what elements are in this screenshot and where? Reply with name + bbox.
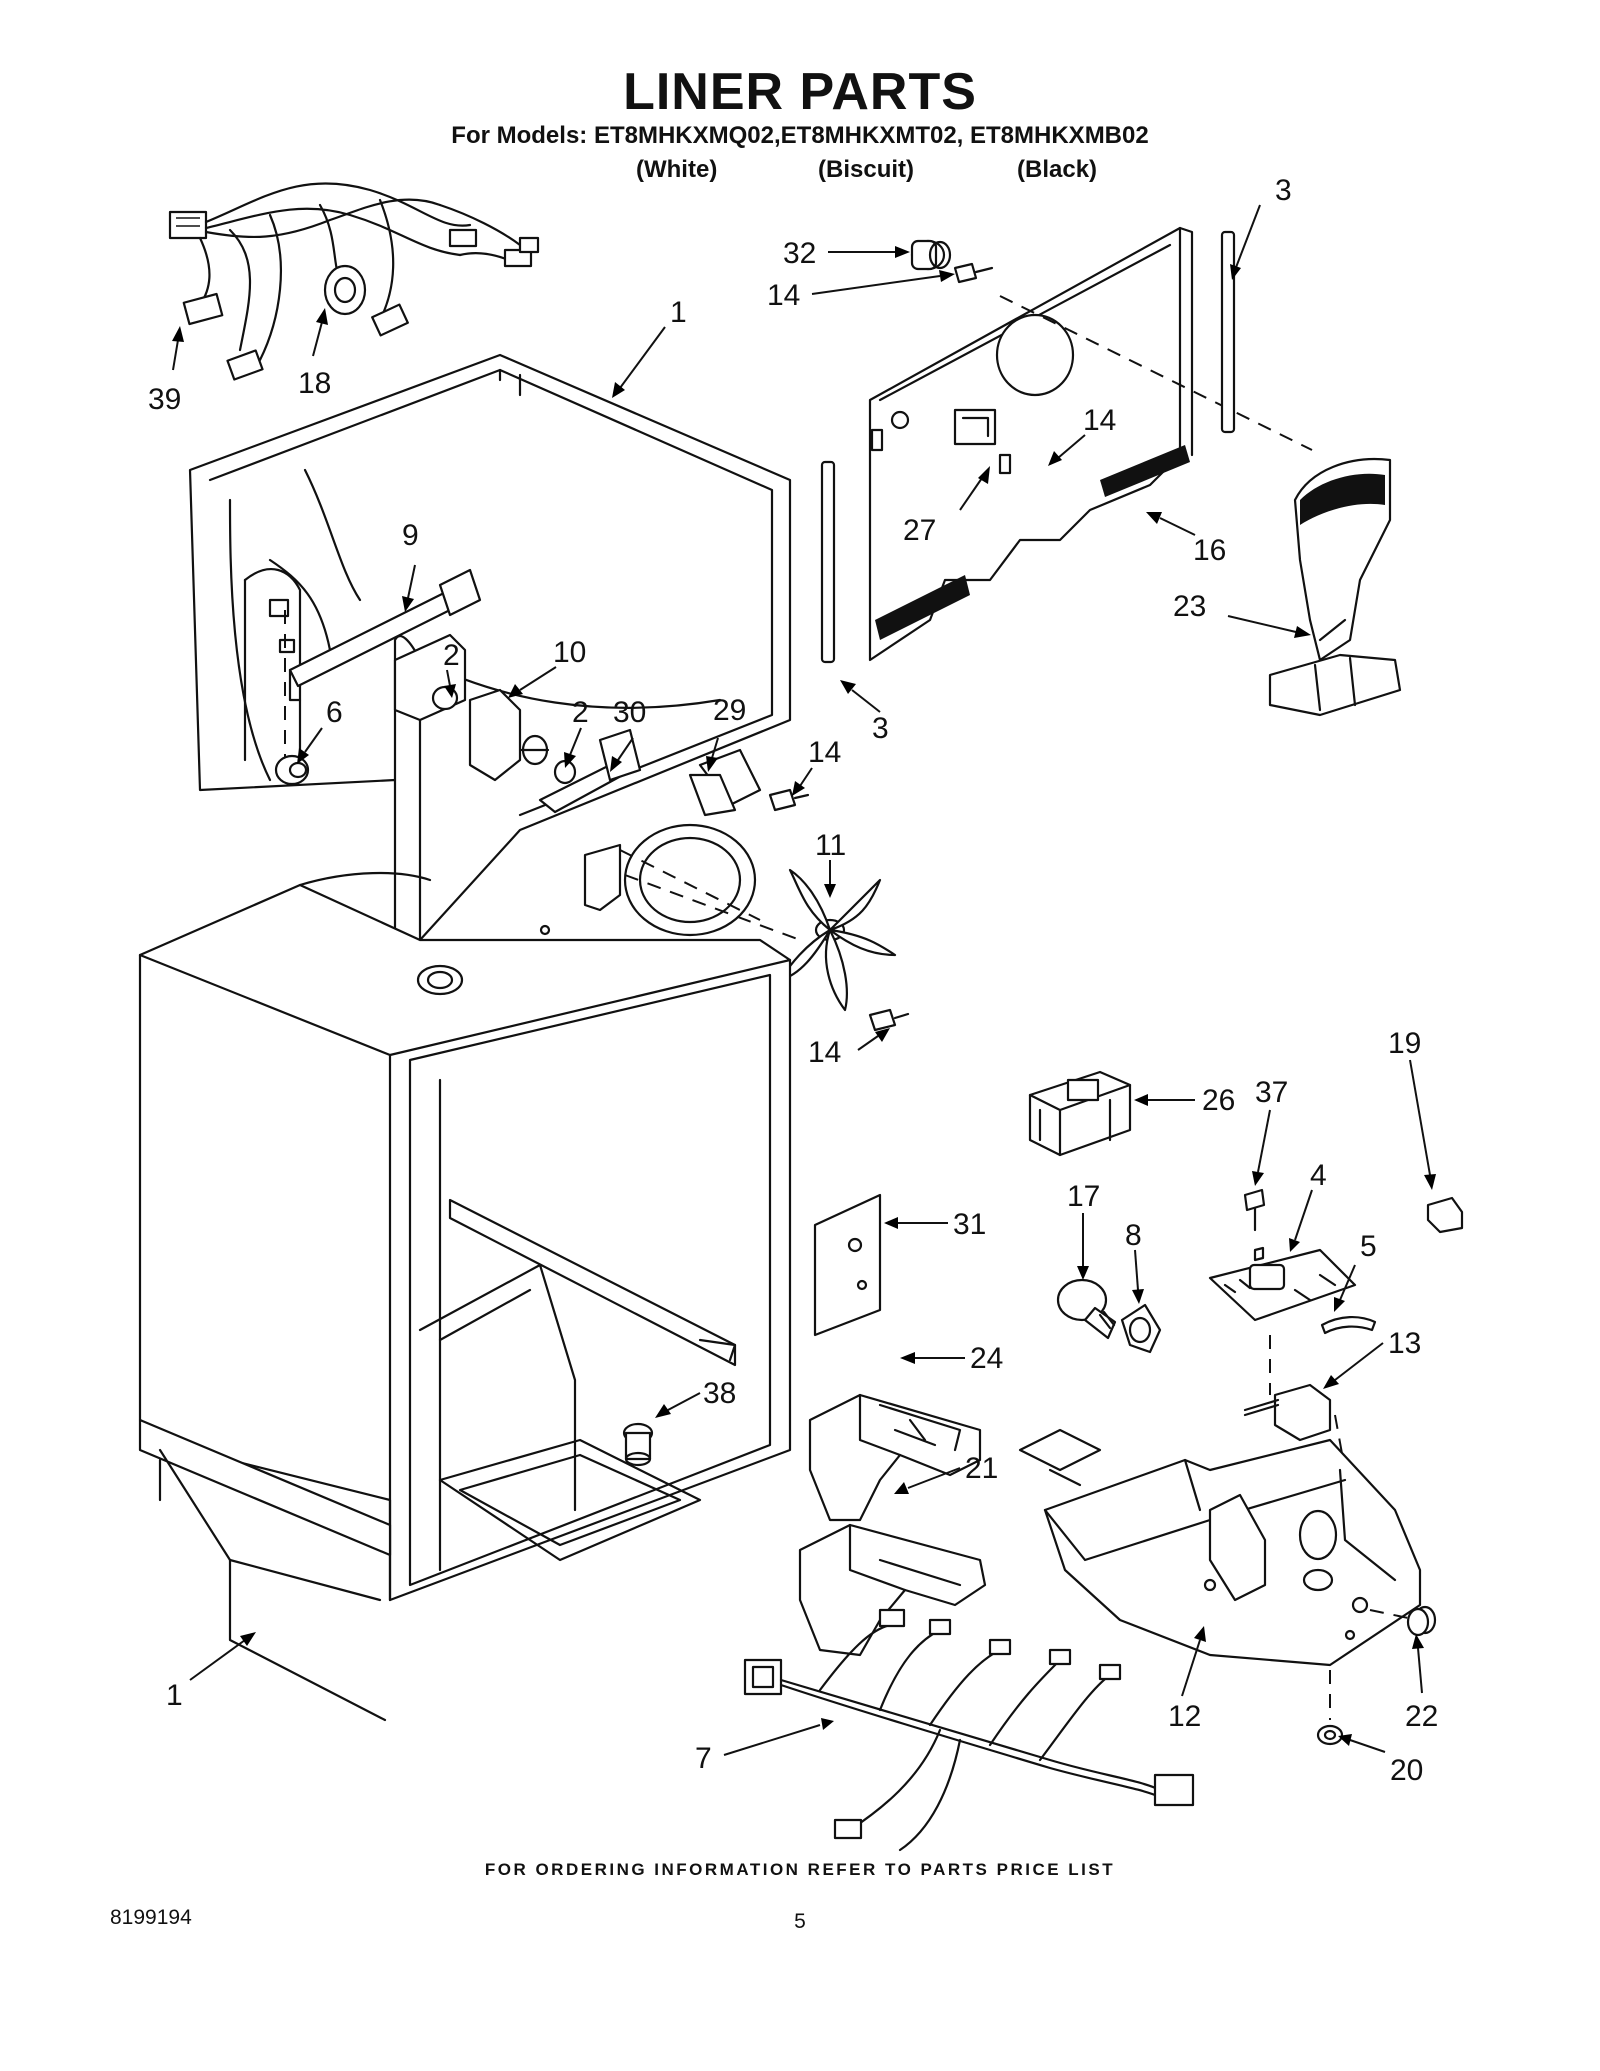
callout-3: 3 bbox=[872, 712, 889, 745]
callout-32: 32 bbox=[783, 237, 816, 270]
switch-13 bbox=[1243, 1335, 1346, 1471]
callout-12: 12 bbox=[1168, 1700, 1201, 1733]
callout-2: 2 bbox=[443, 639, 460, 672]
light-bulb-17 bbox=[1056, 1278, 1117, 1340]
spacer-32 bbox=[910, 239, 952, 271]
callout-18: 18 bbox=[298, 367, 331, 400]
callout-27: 27 bbox=[903, 514, 936, 547]
wire-harness-upper bbox=[168, 182, 540, 381]
callout-29: 29 bbox=[713, 694, 746, 727]
callout-38: 38 bbox=[703, 1377, 736, 1410]
page-number: 5 bbox=[794, 1910, 806, 1933]
variant-black: (Black) bbox=[1017, 156, 1098, 183]
ordering-note: FOR ORDERING INFORMATION REFER TO PARTS … bbox=[484, 1860, 1116, 1879]
callout-22: 22 bbox=[1405, 1700, 1438, 1733]
callout-8: 8 bbox=[1125, 1219, 1142, 1252]
variant-white: (White) bbox=[636, 156, 718, 183]
callout-2: 2 bbox=[572, 696, 589, 729]
variant-biscuit: (Biscuit) bbox=[818, 156, 914, 183]
callout-19: 19 bbox=[1388, 1027, 1421, 1060]
callout-17: 17 bbox=[1067, 1180, 1100, 1213]
page-title: LINER PARTS bbox=[623, 63, 977, 121]
callout-1: 1 bbox=[166, 1679, 183, 1712]
callout-7: 7 bbox=[695, 1742, 712, 1775]
clip-19 bbox=[1426, 1196, 1464, 1234]
leader-lines bbox=[172, 204, 1436, 1756]
callout-16: 16 bbox=[1193, 534, 1226, 567]
callout-23: 23 bbox=[1173, 590, 1206, 623]
callout-14: 14 bbox=[767, 279, 800, 312]
callout-10: 10 bbox=[553, 636, 586, 669]
callout-13: 13 bbox=[1388, 1327, 1421, 1360]
evaporator-cover-16 bbox=[868, 226, 1313, 662]
callout-20: 20 bbox=[1390, 1754, 1423, 1787]
light-socket-26 bbox=[1028, 1070, 1132, 1157]
air-duct-23 bbox=[1268, 458, 1402, 717]
callout-14: 14 bbox=[1083, 404, 1116, 437]
callout-1: 1 bbox=[670, 296, 687, 329]
nut-20 bbox=[1316, 1670, 1344, 1746]
callout-14: 14 bbox=[808, 1036, 841, 1069]
freezer-liner bbox=[188, 353, 792, 942]
wire-harness-7 bbox=[743, 1608, 1195, 1852]
thermostat-10 bbox=[393, 633, 577, 785]
callout-9: 9 bbox=[402, 519, 419, 552]
callout-31: 31 bbox=[953, 1208, 986, 1241]
callout-3: 3 bbox=[1275, 174, 1292, 207]
knob-22 bbox=[1369, 1605, 1437, 1637]
knob-6 bbox=[274, 754, 310, 786]
callout-24: 24 bbox=[970, 1342, 1003, 1375]
callout-4: 4 bbox=[1310, 1159, 1327, 1192]
callout-6: 6 bbox=[326, 696, 343, 729]
callout-14: 14 bbox=[808, 736, 841, 769]
callout-26: 26 bbox=[1202, 1084, 1235, 1117]
gasket-3 bbox=[820, 230, 1236, 664]
light-shield-21 bbox=[798, 1523, 987, 1657]
plug-38 bbox=[622, 1422, 654, 1467]
fan-bracket bbox=[538, 728, 801, 941]
callout-39: 39 bbox=[148, 383, 181, 416]
callout-37: 37 bbox=[1255, 1076, 1288, 1109]
bracket-9 bbox=[284, 568, 482, 760]
callout-11: 11 bbox=[815, 829, 846, 862]
fan-blade-11 bbox=[778, 868, 897, 1012]
lamp-holder-8 bbox=[1120, 1303, 1162, 1354]
control-housing-12 bbox=[1018, 1428, 1422, 1667]
models-line: For Models: ET8MHKXMQ02,ET8MHKXMT02, ET8… bbox=[451, 122, 1149, 149]
control-board-4 bbox=[1208, 1188, 1357, 1322]
clip-5 bbox=[1320, 1316, 1377, 1335]
callout-30: 30 bbox=[613, 696, 646, 729]
fresh-food-liner bbox=[138, 871, 792, 1722]
callout-5: 5 bbox=[1360, 1230, 1377, 1263]
callout-21: 21 bbox=[965, 1452, 998, 1485]
light-shield-24 bbox=[808, 1393, 982, 1522]
document-number: 8199194 bbox=[110, 1906, 192, 1929]
callout-labels: 32 14 3 1 39 18 14 27 16 23 9 2 10 6 2 3… bbox=[148, 174, 1438, 1787]
bracket-31 bbox=[813, 1193, 882, 1337]
